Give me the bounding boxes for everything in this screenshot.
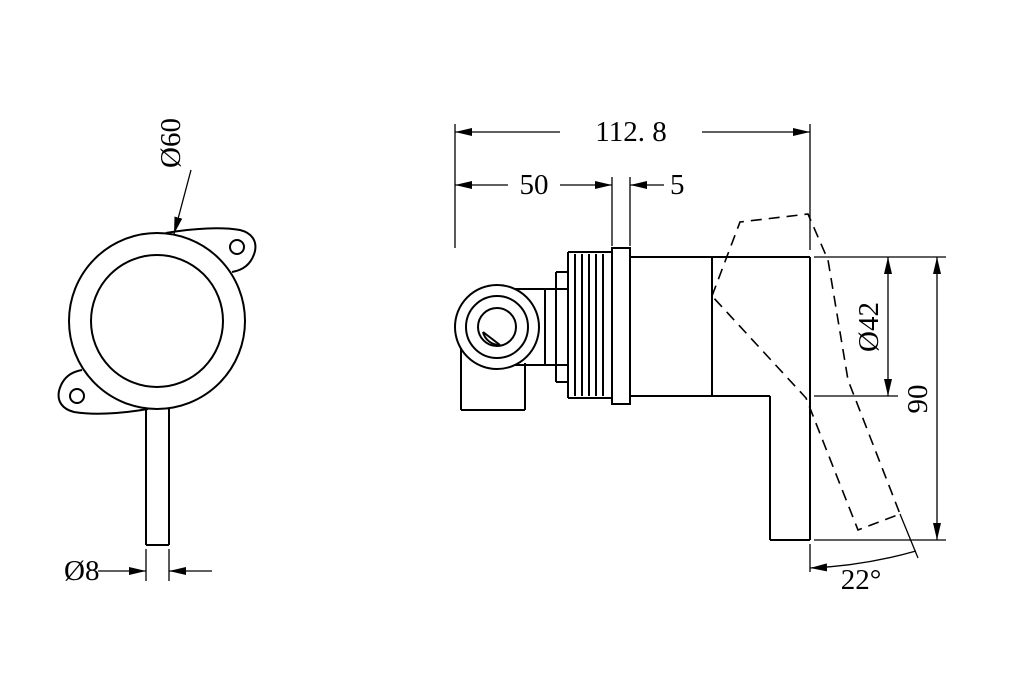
dim-handle-drop: 90	[814, 256, 946, 541]
side-view: 112. 8 50 5 Ø42 90	[454, 116, 946, 596]
dim-label-overall-depth: 112. 8	[595, 116, 666, 148]
dim-handle-angle: 22°	[809, 513, 919, 596]
ear-top-right	[165, 227, 257, 273]
dim-label-plate-thickness: 5	[670, 169, 685, 201]
dim-escutcheon-diameter: Ø60	[155, 118, 192, 235]
handle-side-rotated-dashed	[711, 213, 902, 532]
dim-label-handle-drop: 90	[902, 385, 934, 414]
dim-label-handle-width: Ø8	[64, 555, 99, 587]
escutcheon-inner-circle	[90, 254, 224, 388]
dim-label-escutcheon-diameter: Ø60	[155, 118, 187, 168]
screw-hole-bottom-left	[69, 388, 85, 404]
threaded-cartridge	[567, 251, 612, 399]
dim-overall-depth: 112. 8	[454, 116, 811, 250]
dim-label-rough-in-depth: 50	[520, 169, 549, 201]
body-cylinder	[630, 256, 811, 397]
dim-label-handle-angle: 22°	[841, 564, 882, 596]
dim-plate-thickness: 5	[629, 169, 685, 246]
dim-body-diameter: Ø42	[814, 257, 898, 397]
escutcheon-ears	[57, 227, 257, 415]
dim-rough-in-depth: 50	[455, 169, 613, 246]
escutcheon-outer-circle	[68, 232, 246, 410]
screw-hole-top-right	[229, 239, 245, 255]
front-view: Ø60 Ø8	[57, 118, 257, 587]
wall-flange	[611, 247, 631, 405]
handle-side-solid	[769, 396, 811, 541]
dim-label-body-diameter: Ø42	[853, 302, 885, 352]
valve-connector	[515, 271, 568, 383]
handle-front	[145, 408, 170, 546]
valve-body-circles	[454, 284, 540, 370]
dim-handle-width: Ø8	[64, 549, 212, 587]
mounting-bracket	[460, 348, 526, 411]
ear-bottom-left	[57, 369, 149, 415]
